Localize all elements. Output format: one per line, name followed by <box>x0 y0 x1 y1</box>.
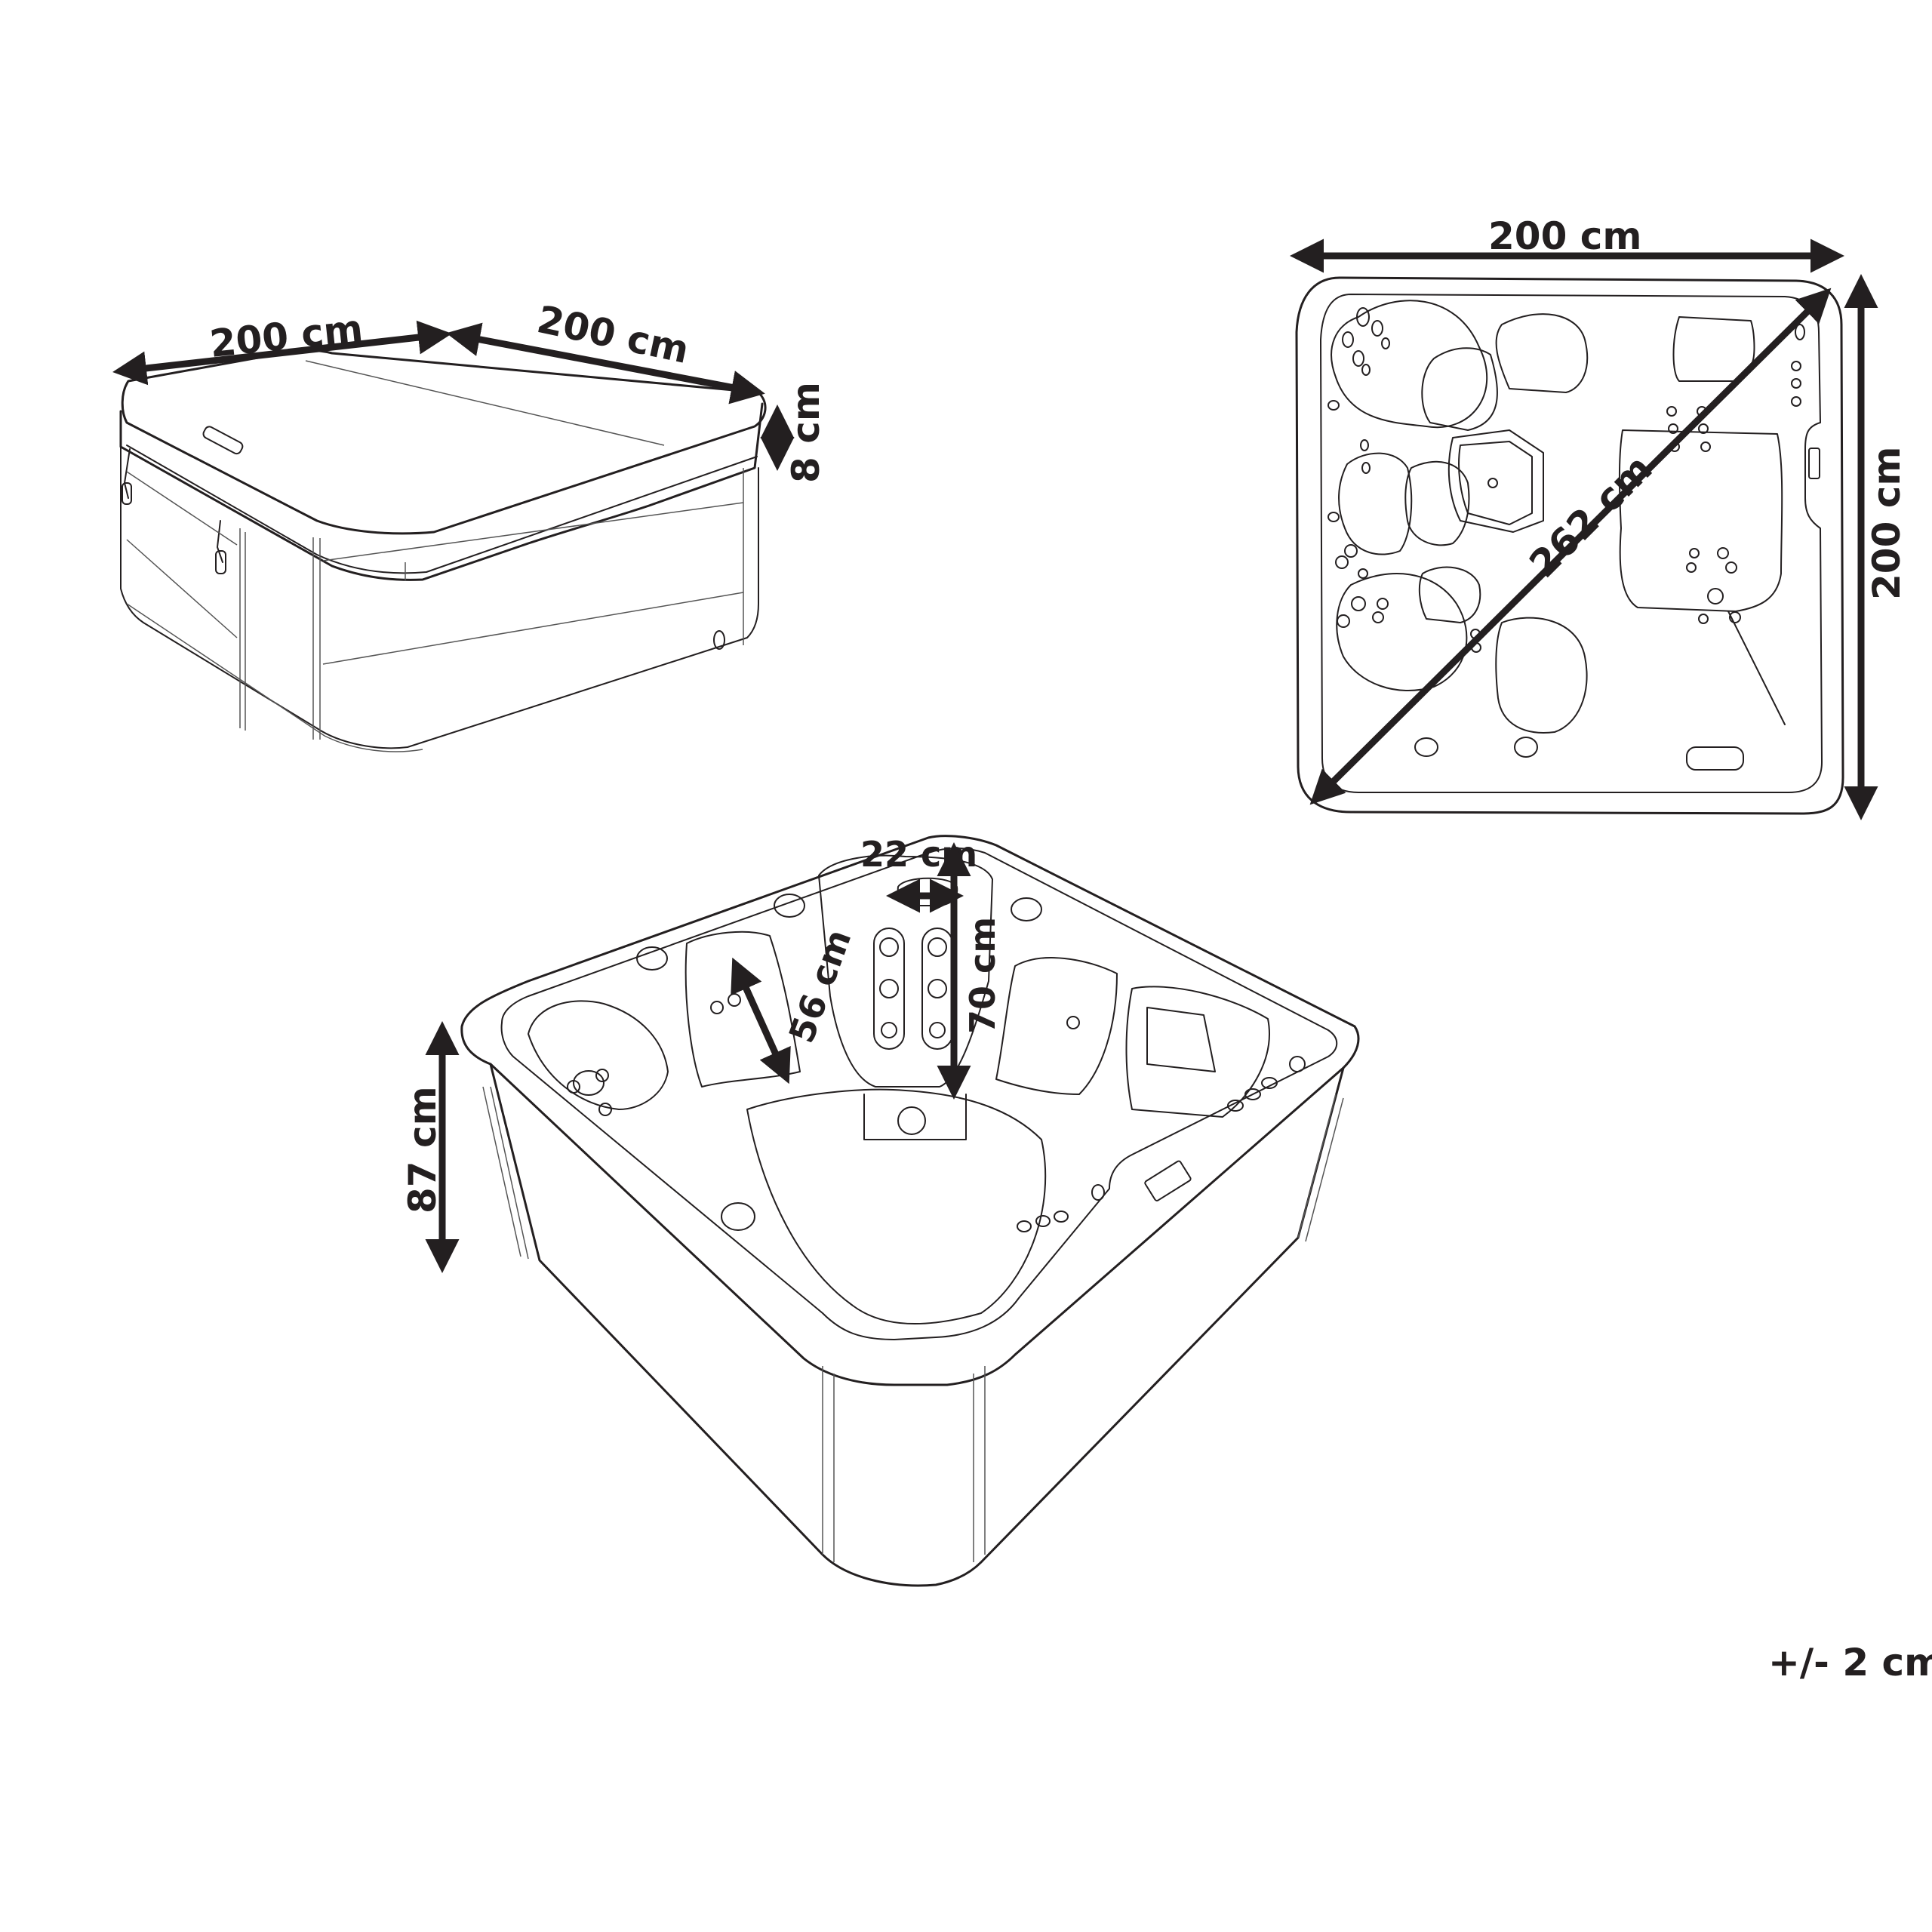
cabinet-corner-post-right-open <box>973 1366 986 1562</box>
open-hot-tub-view: 87 cm 22 cm 56 cm 70 cm <box>401 834 1360 1587</box>
cover-strap-right <box>217 520 223 563</box>
seat-left-middle <box>1338 452 1413 555</box>
dim-label-top-depth: 200 cm <box>1865 446 1909 600</box>
filter-slot-icon <box>1686 746 1744 771</box>
seat-bottom-middle <box>1495 617 1588 734</box>
cover-skirt <box>119 402 764 581</box>
dim-label-lounger-back: 70 cm <box>962 917 1003 1034</box>
jet-strip-right <box>921 928 953 1050</box>
cover-skirt-upper-edge <box>126 445 758 574</box>
cabinet-left-face <box>120 446 759 749</box>
seat-bottom-right <box>1727 611 1786 725</box>
rim-jets-and-valves <box>573 894 1306 1231</box>
control-panel-icon <box>1808 448 1820 479</box>
lounger-right <box>1618 429 1783 612</box>
dim-arrow-width-left <box>112 320 452 386</box>
footwell-center-inner <box>1458 441 1533 525</box>
cabinet-corner-post-right <box>312 537 321 740</box>
dim-label-headrest-width: 22 cm <box>860 834 977 875</box>
seat-top-middle <box>1495 313 1589 393</box>
jets-lounger-back <box>879 937 947 1038</box>
covered-hot-tub-view: 200 cm 200 cm 8 cm <box>112 297 828 752</box>
dim-arrow-seat-back <box>731 957 791 1084</box>
dim-label-width-left: 200 cm <box>208 306 365 366</box>
dim-label-width-right: 200 cm <box>534 297 693 372</box>
cabinet-corner-post-far-right <box>1297 1094 1344 1242</box>
cabinet-left-face-open <box>489 1063 1345 1587</box>
rim-outer <box>460 835 1360 1386</box>
tolerance-note: +/- 2 cm <box>1768 1641 1932 1684</box>
drain-valve-icon <box>713 630 725 650</box>
dim-label-cover-thickness: 8 cm <box>784 382 828 483</box>
light-icon <box>897 1106 926 1135</box>
cover-strap-right-clip <box>215 550 226 574</box>
shell-outer-outline <box>1295 276 1844 815</box>
headrest-lounger <box>818 854 993 1088</box>
jets-bottom-left <box>1335 544 1389 628</box>
jet-strip-left <box>873 928 905 1050</box>
dim-label-diagonal: 262 cm <box>1521 447 1660 586</box>
seat-right-panel <box>1125 986 1270 1118</box>
cover-seam <box>305 360 665 446</box>
cabinet-corner-post-left <box>239 528 246 731</box>
seat-back-right <box>995 957 1118 1095</box>
seat-back-left <box>685 931 801 1088</box>
jets-left-wall <box>1327 400 1498 522</box>
dim-label-height: 87 cm <box>401 1086 445 1214</box>
footwell <box>746 1088 1047 1324</box>
top-view: 200 cm 200 cm 262 cm <box>1290 214 1909 820</box>
rim-inner <box>500 848 1338 1340</box>
dim-arrow-width-right <box>446 322 765 405</box>
seat-corner-left <box>528 1000 669 1110</box>
control-panel-display <box>1144 1160 1192 1201</box>
cabinet-corner-post-left-open <box>822 1366 835 1562</box>
jets-top-left <box>1342 307 1390 376</box>
filter-box <box>863 1094 967 1140</box>
seat-top-right-square <box>1672 316 1755 382</box>
dim-label-top-width: 200 cm <box>1488 214 1642 258</box>
jets-floor-right <box>1017 1077 1278 1232</box>
cover-handle <box>202 426 244 455</box>
dim-arrow-diagonal <box>1309 288 1832 805</box>
cabinet-panel-lines-left <box>126 471 238 638</box>
jets-seat-left <box>567 993 1080 1116</box>
cabinet-base-edge <box>126 603 423 752</box>
cover-strap-left-clip <box>122 482 132 505</box>
seat-right-panel-screen <box>1146 1007 1216 1072</box>
cabinet-corner-post-far-left <box>482 1086 529 1260</box>
cabinet-panel-lines-right <box>322 502 744 665</box>
headrest-pillow <box>897 877 958 906</box>
dim-label-seat-back: 56 cm <box>781 924 860 1048</box>
jets-right-column <box>1791 324 1805 407</box>
